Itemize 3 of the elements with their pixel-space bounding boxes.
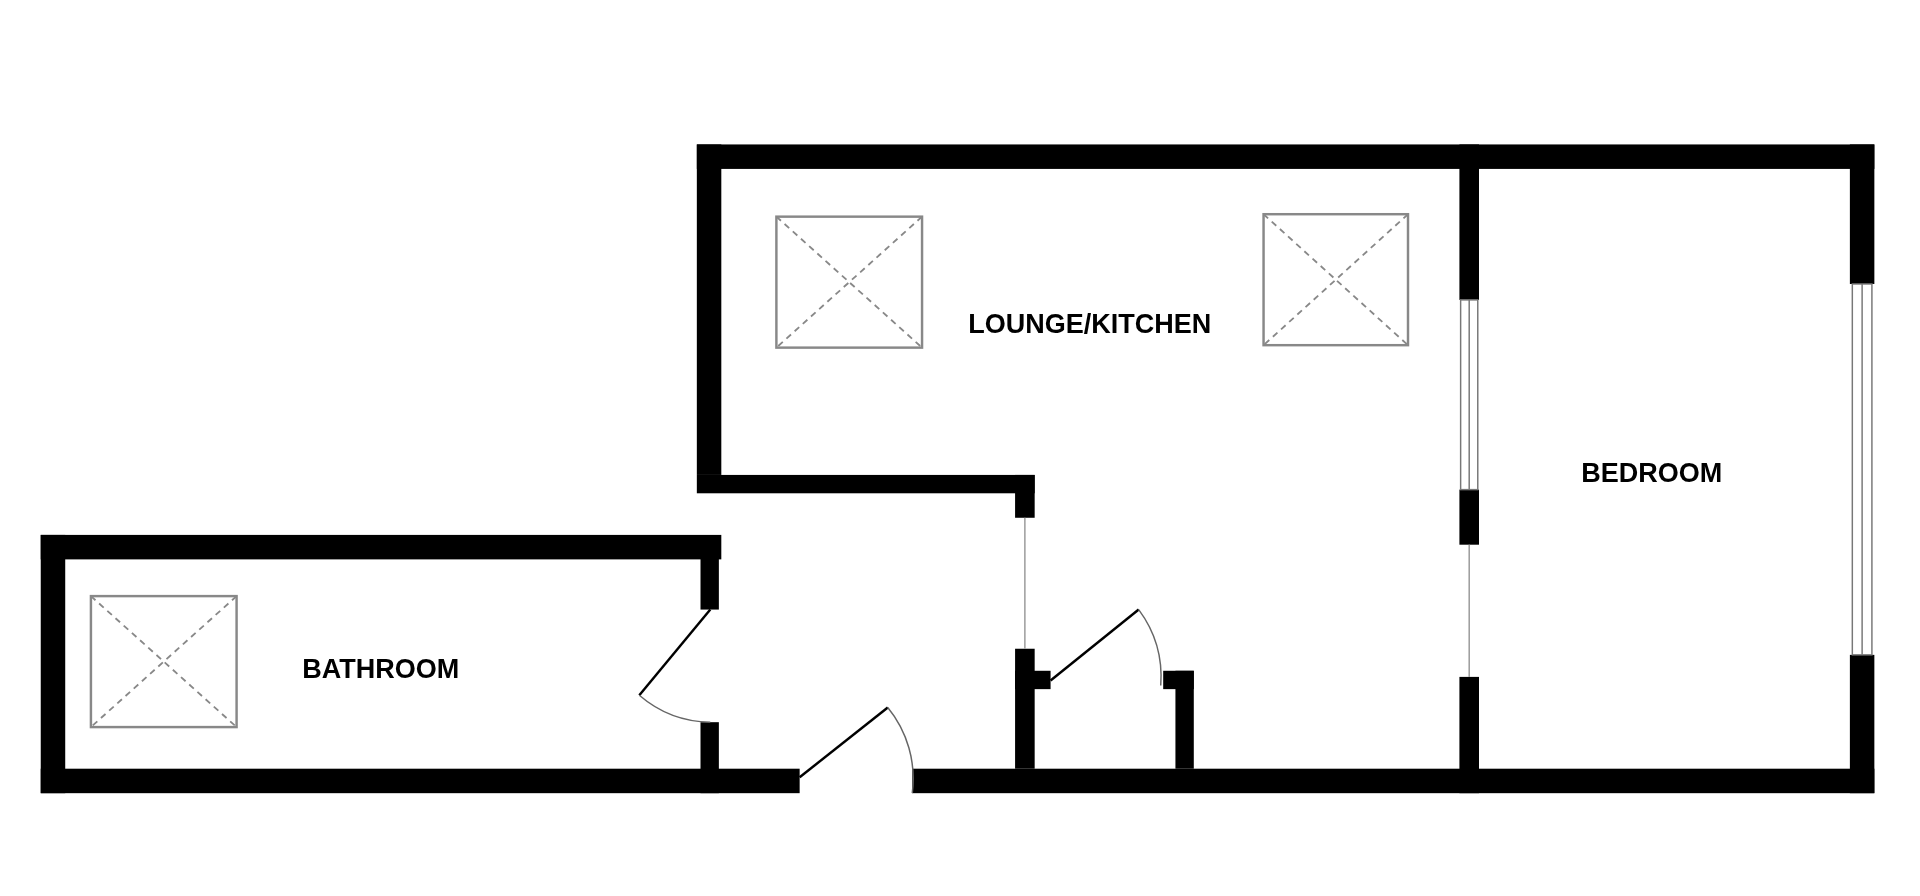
room-label: BEDROOM [1581,457,1723,489]
room-label: BATHROOM [302,653,460,685]
room-label: LOUNGE/KITCHEN [968,309,1212,340]
